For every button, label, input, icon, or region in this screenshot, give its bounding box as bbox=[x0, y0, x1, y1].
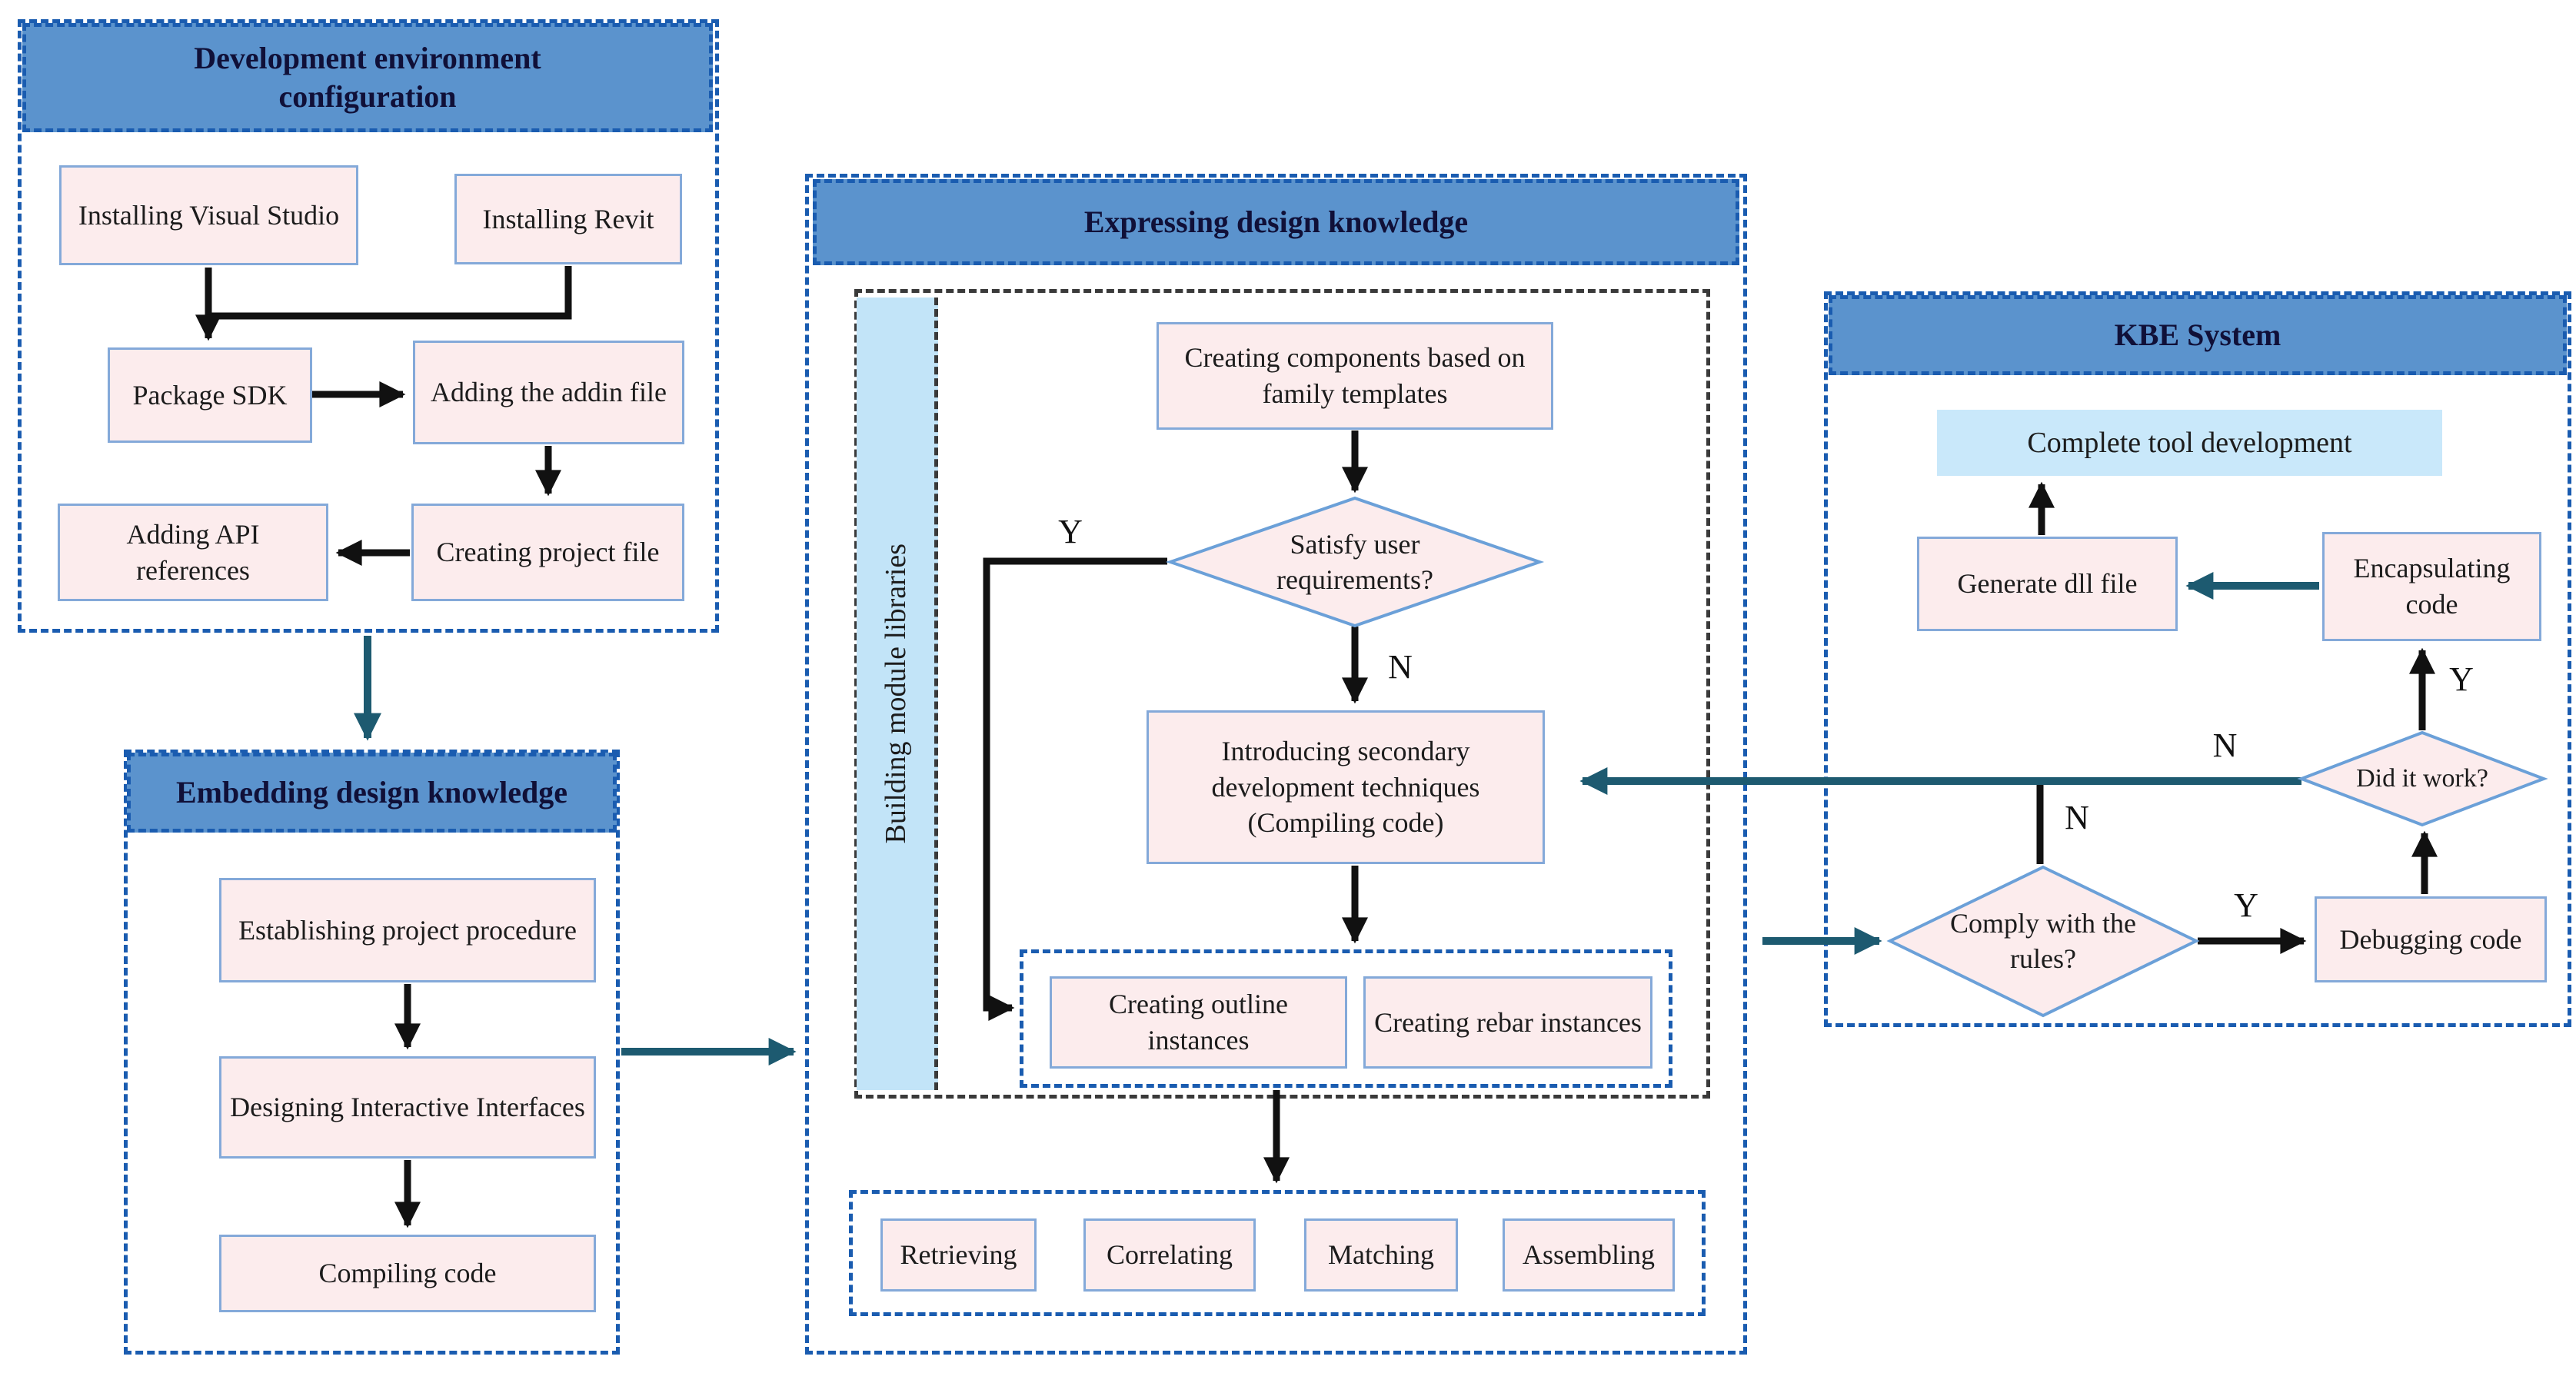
node-package-sdk: Package SDK bbox=[108, 347, 312, 443]
node-debugging-code-label: Debugging code bbox=[2339, 923, 2522, 955]
node-adding-api-references: Adding API references bbox=[58, 504, 328, 601]
section-development-environment bbox=[18, 19, 719, 633]
header-development-environment-label: Development environment configuration bbox=[194, 41, 541, 114]
node-installing-visual-studio: Installing Visual Studio bbox=[59, 165, 358, 265]
label-comply-yes: Y bbox=[2234, 886, 2258, 924]
node-designing-label: Designing Interactive Interfaces bbox=[230, 1092, 585, 1123]
node-package-sdk-label: Package SDK bbox=[132, 379, 288, 411]
node-designing-interactive-interfaces: Designing Interactive Interfaces bbox=[219, 1056, 596, 1159]
node-installing-revit: Installing Revit bbox=[454, 174, 682, 264]
node-introducing-secondary-label: Introducing secondary development techni… bbox=[1211, 735, 1480, 839]
header-embedding-label: Embedding design knowledge bbox=[175, 775, 568, 810]
header-kbe-system: KBE System bbox=[1829, 295, 2567, 375]
node-creating-outline-instances: Creating outline instances bbox=[1050, 976, 1347, 1069]
label-didwork-no: N bbox=[2212, 726, 2238, 764]
node-installing-visual-studio-label: Installing Visual Studio bbox=[78, 199, 340, 231]
section-kbe-system bbox=[1824, 291, 2571, 1027]
node-correlating-label: Correlating bbox=[1107, 1239, 1233, 1271]
node-retrieving-label: Retrieving bbox=[900, 1239, 1017, 1271]
node-complete-tool-label: Complete tool development bbox=[2027, 427, 2352, 459]
node-creating-rebar-instances: Creating rebar instances bbox=[1363, 976, 1652, 1069]
building-module-inner-box bbox=[854, 289, 1710, 1099]
node-generate-dll-label: Generate dll file bbox=[1957, 568, 2138, 600]
label-satisfy-no: N bbox=[1388, 648, 1413, 686]
node-assembling: Assembling bbox=[1503, 1218, 1675, 1292]
node-compiling-code: Compiling code bbox=[219, 1235, 596, 1312]
node-matching: Matching bbox=[1304, 1218, 1458, 1292]
node-generate-dll-file: Generate dll file bbox=[1917, 537, 2178, 631]
node-creating-components-label: Creating components based on family temp… bbox=[1184, 342, 1526, 409]
node-matching-label: Matching bbox=[1328, 1239, 1434, 1271]
label-comply-no: N bbox=[2065, 799, 2089, 836]
bottom-operations-group-box bbox=[849, 1190, 1706, 1316]
node-creating-project-file: Creating project file bbox=[411, 504, 684, 601]
node-assembling-label: Assembling bbox=[1522, 1239, 1655, 1271]
label-satisfy-yes: Y bbox=[1058, 513, 1083, 550]
node-debugging-code: Debugging code bbox=[2315, 896, 2547, 982]
header-expressing-label: Expressing design knowledge bbox=[1083, 204, 1469, 239]
header-kbe-label: KBE System bbox=[2114, 317, 2281, 352]
node-creating-rebar-label: Creating rebar instances bbox=[1374, 1006, 1642, 1038]
building-module-libraries-bar: Building module libraries bbox=[857, 298, 938, 1090]
node-compiling-code-label: Compiling code bbox=[318, 1258, 497, 1289]
node-correlating: Correlating bbox=[1083, 1218, 1256, 1292]
node-creating-components: Creating components based on family temp… bbox=[1157, 322, 1553, 430]
instances-group-box bbox=[1020, 949, 1672, 1088]
node-encapsulating-code: Encapsulating code bbox=[2322, 532, 2541, 641]
node-encapsulating-code-label: Encapsulating code bbox=[2353, 553, 2511, 620]
section-embedding-design-knowledge bbox=[124, 750, 620, 1355]
node-installing-revit-label: Installing Revit bbox=[482, 203, 654, 234]
node-retrieving: Retrieving bbox=[880, 1218, 1037, 1292]
label-didwork-yes: Y bbox=[2449, 660, 2474, 698]
node-introducing-secondary: Introducing secondary development techni… bbox=[1147, 710, 1545, 864]
section-expressing-design-knowledge bbox=[805, 174, 1747, 1355]
header-embedding-design-knowledge: Embedding design knowledge bbox=[127, 753, 617, 833]
node-adding-api-references-label: Adding API references bbox=[126, 518, 260, 586]
node-creating-project-file-label: Creating project file bbox=[436, 537, 660, 568]
node-adding-addin-file: Adding the addin file bbox=[413, 341, 684, 444]
node-creating-outline-label: Creating outline instances bbox=[1109, 989, 1288, 1056]
node-adding-addin-file-label: Adding the addin file bbox=[431, 377, 667, 408]
header-expressing-design-knowledge: Expressing design knowledge bbox=[813, 179, 1739, 265]
node-establishing-label: Establishing project procedure bbox=[238, 914, 577, 946]
building-module-libraries-label: Building module libraries bbox=[879, 544, 912, 844]
header-development-environment: Development environment configuration bbox=[22, 23, 713, 132]
node-establishing-project-procedure: Establishing project procedure bbox=[219, 878, 596, 982]
node-complete-tool-development: Complete tool development bbox=[1937, 410, 2442, 476]
